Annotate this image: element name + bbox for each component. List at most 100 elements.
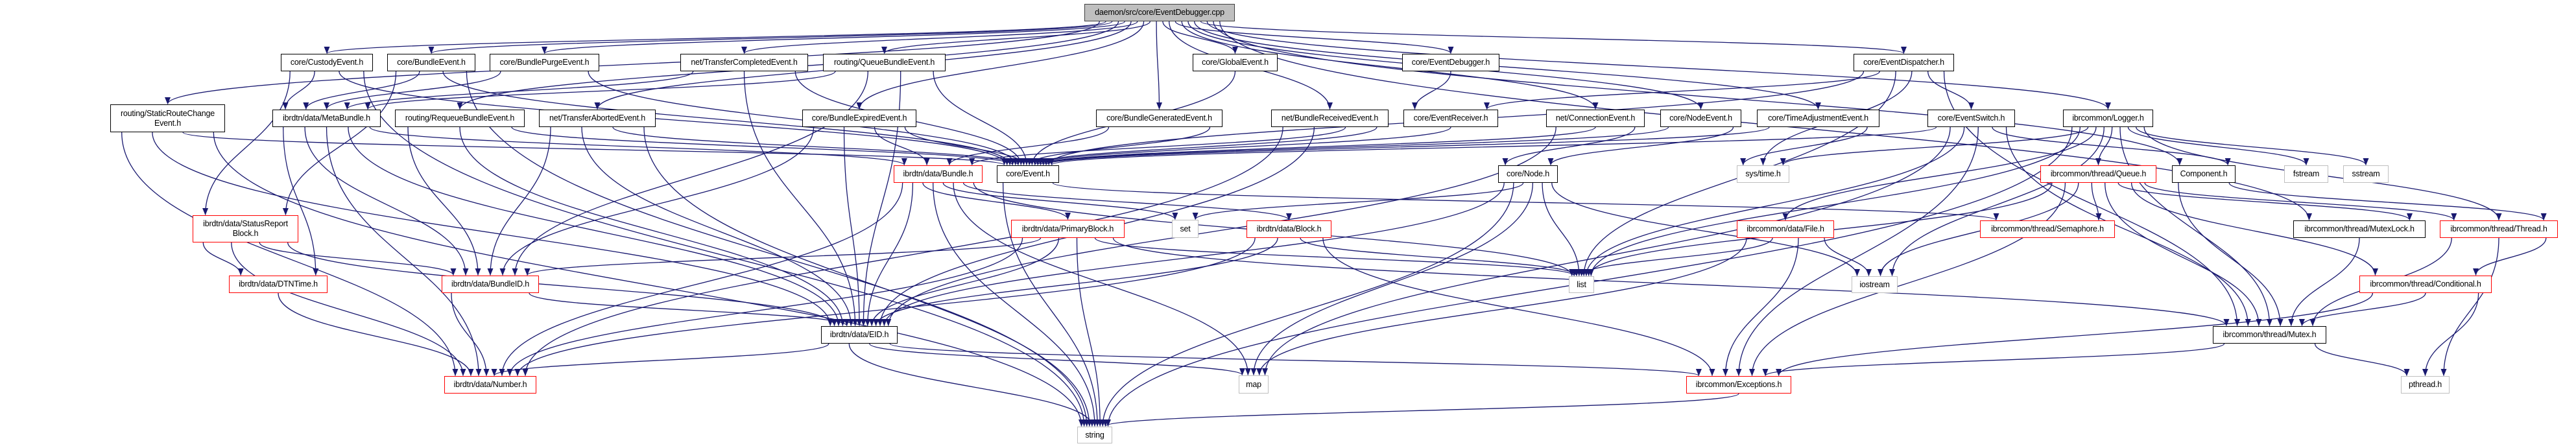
- dependency-edge: [491, 343, 829, 377]
- node-ibrcommon-thread-semaphore-h[interactable]: ibrcommon/thread/Semaphore.h: [1980, 220, 2115, 238]
- node-label: ibrcommon/thread/Queue.h: [2050, 169, 2147, 178]
- dependency-edge: [873, 237, 1278, 326]
- dependency-edge: [121, 132, 459, 376]
- node-label: ibrcommon/thread/Mutex.h: [2223, 330, 2317, 339]
- node-core-eventdispatcher-h[interactable]: core/EventDispatcher.h: [1854, 54, 1954, 71]
- node-label: ibrcommon/data/File.h: [1747, 224, 1824, 233]
- node-core-globalevent-h[interactable]: core/GlobalEvent.h: [1193, 54, 1278, 71]
- node-label: ibrdtn/data/BundleID.h: [451, 279, 529, 289]
- dependency-edge: [324, 71, 501, 110]
- node-core-bundleevent-h[interactable]: core/BundleEvent.h: [387, 54, 475, 71]
- node-component-h[interactable]: Component.h: [2172, 165, 2236, 183]
- node-routing-requeuebundleevent-h[interactable]: routing/RequeueBundleEvent.h: [395, 110, 525, 127]
- dependency-edge: [1076, 237, 1103, 427]
- node-ibrdtn-data-dtntime-h[interactable]: ibrdtn/data/DTNTime.h: [229, 276, 328, 293]
- dependency-edge: [2136, 126, 2369, 165]
- edge-group: [121, 21, 2547, 427]
- root-node-daemon-src-core-eventdebugger-cpp: daemon/src/core/EventDebugger.cpp: [1084, 4, 1235, 21]
- dependency-edge: [1824, 237, 1872, 276]
- dependency-edge: [2314, 343, 2410, 376]
- dependency-edge: [889, 343, 1702, 377]
- node-label: ibrdtn/data/Block.h: [1256, 224, 1322, 233]
- node-core-node-h[interactable]: core/Node.h: [1498, 165, 1558, 183]
- node-label: core/BundlePurgeEvent.h: [499, 58, 590, 67]
- dependency-edge: [1583, 126, 1965, 276]
- dependency-edge: [507, 237, 1023, 376]
- node-core-timeadjustmentevent-h[interactable]: core/TimeAdjustmentEvent.h: [1757, 110, 1879, 127]
- node-ibrcommon-logger-h[interactable]: ibrcommon/Logger.h: [2063, 110, 2153, 127]
- node-core-bundlepurgeevent-h[interactable]: core/BundlePurgeEvent.h: [490, 54, 599, 71]
- dependency-edge: [282, 71, 397, 215]
- dependency-edge: [581, 126, 854, 326]
- dependency-edge: [1927, 71, 1974, 110]
- node-ibrcommon-exceptions-h[interactable]: ibrcommon/Exceptions.h: [1686, 376, 1791, 394]
- dependency-edge: [848, 343, 1095, 427]
- node-ibrcommon-data-file-h[interactable]: ibrcommon/data/File.h: [1737, 220, 1834, 238]
- node-routing-queuebundleevent-h[interactable]: routing/QueueBundleEvent.h: [823, 54, 946, 71]
- dependency-edge: [459, 126, 846, 326]
- node-label: ibrdtn/data/Bundle.h: [903, 169, 973, 178]
- node-ibrdtn-data-metabundle-h[interactable]: ibrdtn/data/MetaBundle.h: [272, 110, 381, 127]
- node-routing-staticroutechangeevent-h[interactable]: routing/StaticRouteChange Event.h: [110, 104, 225, 132]
- node-ibrdtn-data-eid-h[interactable]: ibrdtn/data/EID.h: [821, 326, 898, 344]
- node-label: core/BundleEvent.h: [397, 58, 466, 67]
- dependency-edge: [946, 126, 1110, 165]
- node-label: sys/time.h: [1745, 169, 1781, 178]
- dependency-edge: [363, 71, 1088, 427]
- node-net-bundlereceivedevent-h[interactable]: net/BundleReceivedEvent.h: [1271, 110, 1389, 127]
- dependency-edge: [1052, 182, 1999, 221]
- dependency-edge: [364, 71, 836, 110]
- node-label: core/CustodyEvent.h: [290, 58, 364, 67]
- node-net-connectionevent-h[interactable]: net/ConnectionEvent.h: [1546, 110, 1645, 127]
- node-ibrdtn-data-primaryblock-h[interactable]: ibrdtn/data/PrimaryBlock.h: [1011, 220, 1125, 238]
- node-ibrdtn-data-number-h[interactable]: ibrdtn/data/Number.h: [444, 376, 536, 394]
- dependency-edge: [2005, 126, 2251, 326]
- node-label: ibrcommon/thread/Thread.h: [2450, 224, 2547, 233]
- node-ibrcommon-thread-queue-h[interactable]: ibrcommon/thread/Queue.h: [2040, 165, 2156, 183]
- dependency-edge: [1723, 237, 1799, 376]
- node-sys-time-h: sys/time.h: [1737, 165, 1789, 183]
- node-ibrcommon-thread-thread-h[interactable]: ibrcommon/thread/Thread.h: [2440, 220, 2558, 238]
- node-ibrcommon-thread-mutex-h[interactable]: ibrcommon/thread/Mutex.h: [2213, 326, 2326, 344]
- node-net-transferabortedevent-h[interactable]: net/TransferAbortedEvent.h: [539, 110, 656, 127]
- node-core-nodeevent-h[interactable]: core/NodeEvent.h: [1660, 110, 1741, 127]
- node-label: net/TransferAbortedEvent.h: [549, 113, 645, 123]
- dependency-edge: [1038, 126, 1596, 166]
- node-ibrdtn-data-statusreportblock-h[interactable]: ibrdtn/data/StatusReport Block.h: [193, 215, 298, 242]
- node-ibrcommon-thread-conditional-h[interactable]: ibrcommon/thread/Conditional.h: [2359, 276, 2492, 293]
- node-ibrdtn-data-bundleid-h[interactable]: ibrdtn/data/BundleID.h: [442, 276, 539, 293]
- dependency-edge: [1762, 343, 2225, 377]
- dependency-edge: [612, 126, 1021, 166]
- dependency-edge: [1112, 237, 2230, 326]
- node-sstream: sstream: [2343, 165, 2389, 183]
- dependency-edge: [1175, 21, 1454, 54]
- dependency-edge: [2298, 292, 2426, 326]
- node-ibrdtn-data-bundle-h[interactable]: ibrdtn/data/Bundle.h: [894, 165, 983, 183]
- node-ibrdtn-data-block-h[interactable]: ibrdtn/data/Block.h: [1246, 220, 1331, 238]
- node-net-transfercompletedevent-h[interactable]: net/TransferCompletedEvent.h: [680, 54, 808, 71]
- node-iostream: iostream: [1852, 276, 1898, 293]
- dependency-edge: [1542, 182, 1582, 276]
- dependency-edge: [869, 343, 1245, 376]
- node-ibrcommon-thread-mutexlock-h[interactable]: ibrcommon/thread/MutexLock.h: [2293, 220, 2426, 238]
- node-label: sstream: [2352, 169, 2380, 178]
- dependency-edge: [1776, 292, 2374, 376]
- node-label: ibrdtn/data/StatusReport Block.h: [203, 219, 288, 238]
- node-core-bundleexpiredevent-h[interactable]: core/BundleExpiredEvent.h: [802, 110, 916, 127]
- node-core-event-h[interactable]: core/Event.h: [997, 165, 1059, 183]
- node-core-eventdebugger-h[interactable]: core/EventDebugger.h: [1402, 54, 1499, 71]
- dependency-edge: [2130, 182, 2378, 276]
- node-core-bundlegeneratedevent-h[interactable]: core/BundleGeneratedEvent.h: [1096, 110, 1222, 127]
- dependency-edge: [529, 292, 850, 327]
- dependency-edge: [843, 126, 863, 326]
- dependency-edge: [874, 126, 930, 165]
- dependency-edge: [1735, 126, 1979, 376]
- node-string: string: [1077, 427, 1112, 443]
- node-core-custodyevent-h[interactable]: core/CustodyEvent.h: [281, 54, 373, 71]
- node-core-eventswitch-h[interactable]: core/EventSwitch.h: [1927, 110, 2015, 127]
- node-core-eventreceiver-h[interactable]: core/EventReceiver.h: [1403, 110, 1498, 127]
- node-label: net/ConnectionEvent.h: [1555, 113, 1636, 123]
- node-label: core/BundleGeneratedEvent.h: [1106, 113, 1212, 123]
